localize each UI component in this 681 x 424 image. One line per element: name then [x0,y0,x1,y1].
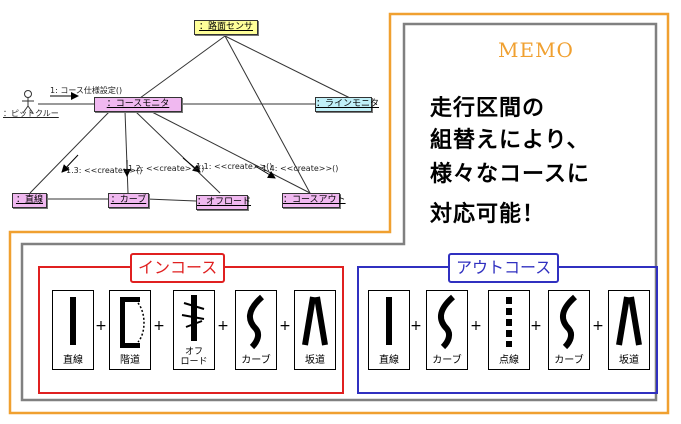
tile-label: 直線 [379,355,399,366]
plus-sign: + [279,318,291,334]
uml-links [22,35,351,202]
out-tile-dotted: 点線 [488,290,530,370]
node-sensor: ：路面センサ [194,20,258,35]
slope-icon [302,296,328,346]
memo-line-3: 様々なコースに [430,162,590,187]
node-line-monitor: ：ラインモニタ [315,97,379,112]
in-tile-stairs: 階道 [109,290,151,370]
plus-sign: + [530,318,542,334]
slope-icon [616,296,642,346]
in-tile-slope: 坂道 [294,290,336,370]
msg-1-2: 1.2: <<create>>() [128,164,205,173]
msg-1-4: 1.4: <<create>>() [262,164,339,173]
node-course-monitor: ：コースモニタ [94,97,182,112]
curve-icon [560,294,578,350]
plus-sign: + [217,318,229,334]
msg-1-3: 1.3: <<create>>() [66,166,143,175]
out-tile-curve: カーブ [426,290,468,370]
memo-line-1: 走行区間の [430,96,546,121]
tile-label: カーブ [554,355,584,366]
curve-icon [247,294,265,350]
out-course-title: アウトコース [448,253,560,283]
actor-icon [22,90,34,114]
straight-icon [70,297,76,345]
plus-sign: + [592,318,604,334]
msg-1-1: 1.1: <<create>>() [196,162,273,171]
plus-sign: + [153,318,165,334]
memo-line-2: 組替えにより、 [430,128,590,153]
in-course-title: インコース [130,253,226,283]
node-straight: ：直線 [12,193,47,208]
tile-label: 坂道 [305,355,325,366]
node-offroad: ：オフロード [196,195,251,210]
memo-title: MEMO [498,38,574,62]
msg-1: 1: コース仕様設定() [50,86,123,95]
out-tile-curve-2: カーブ [548,290,590,370]
straight-icon [386,297,392,345]
curve-icon [438,294,456,350]
tile-label: 坂道 [619,355,639,366]
plus-sign: + [470,318,482,334]
dotted-line-icon [506,297,512,347]
in-tile-curve: カーブ [235,290,277,370]
tile-label: 階道 [120,355,140,366]
tile-label: カーブ [432,355,462,366]
in-tile-straight: 直線 [52,290,94,370]
tile-label: 直線 [63,355,83,366]
offroad-icon [181,295,205,341]
plus-sign: + [95,318,107,334]
tile-label: オフロード [180,347,208,367]
node-curve: ：カーブ [108,193,149,208]
tile-label: カーブ [241,355,271,366]
node-course-out: ：コースアウト [282,193,346,208]
in-tile-offroad: オフロード [173,290,215,370]
memo-line-4: 対応可能！ [430,202,546,227]
plus-sign: + [410,318,422,334]
actor-label: ：ピットクルー [3,109,59,118]
out-tile-straight: 直線 [368,290,410,370]
stairs-icon [120,297,145,348]
tile-label: 点線 [499,355,519,366]
out-tile-slope: 坂道 [608,290,650,370]
